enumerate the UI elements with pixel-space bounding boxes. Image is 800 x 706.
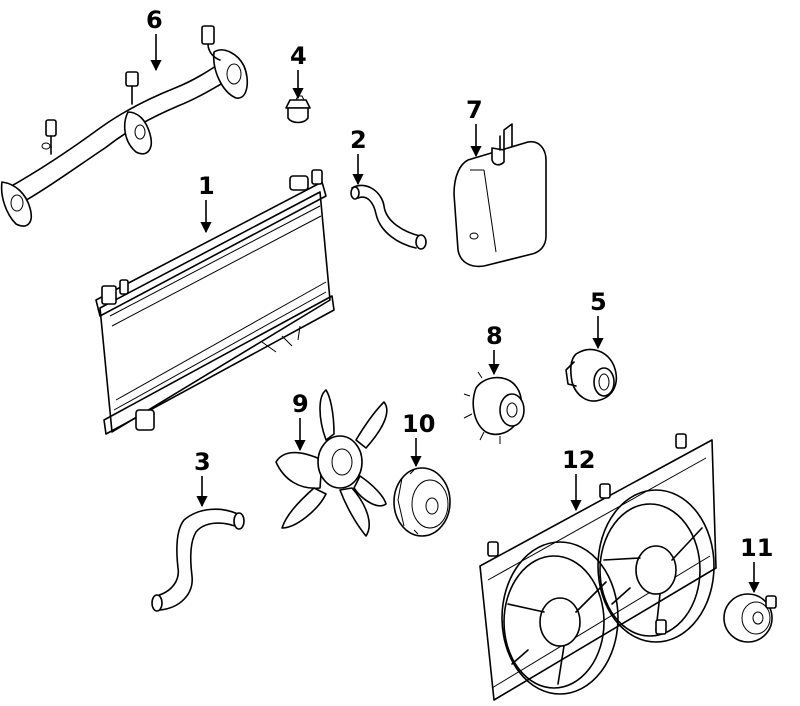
part-9-fan-blade bbox=[275, 389, 388, 537]
callout-label-10: 10 bbox=[402, 410, 435, 438]
callout-label-9: 9 bbox=[292, 390, 309, 418]
part-4-radiator-cap bbox=[285, 95, 311, 124]
part-11-fan-motor bbox=[723, 593, 777, 643]
callout-label-2: 2 bbox=[350, 126, 367, 154]
part-10-fan-clutch bbox=[393, 467, 451, 537]
callout-label-7: 7 bbox=[466, 96, 483, 124]
callout-label-5: 5 bbox=[590, 288, 607, 316]
callout-8: 8 bbox=[486, 322, 503, 376]
callout-4: 4 bbox=[290, 42, 307, 100]
callout-label-4: 4 bbox=[290, 42, 307, 70]
part-6-water-pipe bbox=[0, 25, 249, 227]
callout-5: 5 bbox=[590, 288, 607, 350]
part-3-lower-hose bbox=[151, 508, 245, 612]
callout-label-6: 6 bbox=[146, 6, 163, 34]
part-12-fan-shroud bbox=[479, 433, 717, 701]
callout-3: 3 bbox=[194, 448, 211, 508]
callout-label-8: 8 bbox=[486, 322, 503, 350]
part-1-radiator bbox=[95, 169, 335, 435]
callout-label-1: 1 bbox=[198, 172, 215, 200]
part-8-water-pump bbox=[463, 366, 525, 444]
part-7-coolant-reservoir bbox=[453, 123, 547, 268]
callout-2: 2 bbox=[350, 126, 367, 186]
callout-6: 6 bbox=[146, 6, 163, 72]
callout-11: 11 bbox=[740, 534, 773, 594]
callout-label-12: 12 bbox=[562, 446, 595, 474]
callout-9: 9 bbox=[292, 390, 309, 452]
callout-1: 1 bbox=[198, 172, 215, 234]
callout-10: 10 bbox=[402, 410, 435, 468]
callout-label-11: 11 bbox=[740, 534, 773, 562]
callout-label-3: 3 bbox=[194, 448, 211, 476]
part-2-upper-hose bbox=[350, 184, 427, 250]
callout-7: 7 bbox=[466, 96, 483, 158]
part-5-thermostat-housing bbox=[565, 348, 618, 402]
callout-12: 12 bbox=[562, 446, 595, 512]
